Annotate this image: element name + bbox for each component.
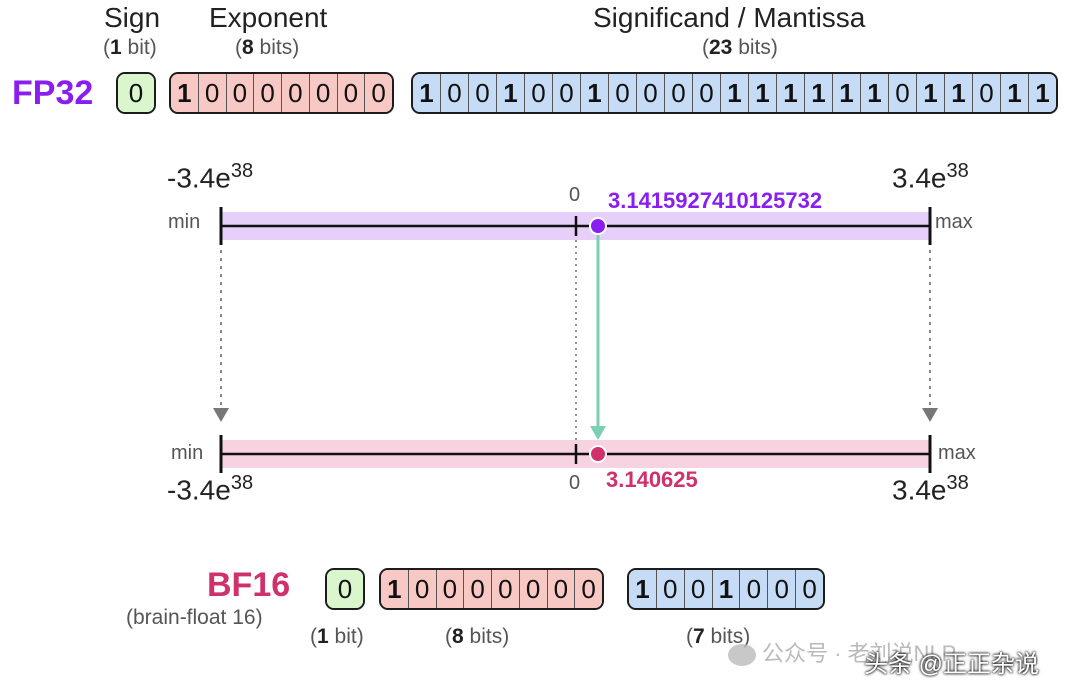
fp32-mantissa-bit: 1 — [1000, 74, 1028, 112]
fp32-exponent-bit: 0 — [336, 74, 365, 112]
bf16-mantissa-bit: 0 — [739, 570, 768, 608]
bf16-exponent-bit: 1 — [381, 570, 408, 608]
wechat-icon — [728, 644, 756, 667]
fp32-mantissa-bit: 0 — [972, 74, 1000, 112]
bf16-exponent-bit-count: (8 bits) — [445, 625, 510, 648]
sign-bit-count: (1 bit) — [103, 36, 157, 59]
fp32-mantissa-bit: 1 — [916, 74, 944, 112]
bf16-mantissa-bit: 0 — [683, 570, 712, 608]
fp32-mantissa-bit: 1 — [860, 74, 888, 112]
fp32-exponent-bit: 0 — [364, 74, 392, 112]
bf16-min-value: -3.4e38 — [167, 472, 254, 506]
fp32-mantissa-bit: 0 — [608, 74, 636, 112]
bf16-mantissa-bit: 0 — [767, 570, 796, 608]
fp32-label: FP32 — [12, 74, 94, 112]
sign-heading: Sign — [104, 2, 161, 33]
toutiao-watermark: 头条 @正正杂说 — [864, 651, 1040, 678]
bf16-value: 3.140625 — [606, 467, 698, 492]
bf16-exponent-bit: 0 — [546, 570, 575, 608]
bf16-exponent-bit: 0 — [518, 570, 547, 608]
fp32-mantissa-bit: 1 — [832, 74, 860, 112]
fp32-mantissa-bit: 0 — [468, 74, 496, 112]
fp32-value: 3.1415927410125732 — [608, 188, 823, 213]
bf16-exponent-bit: 0 — [574, 570, 602, 608]
fp32-sign-bit: 0 — [118, 74, 154, 112]
bf16-mantissa-bit-count: (7 bits) — [686, 625, 751, 648]
fp32-exponent-bit: 0 — [253, 74, 281, 112]
fp32-zero-label: 0 — [569, 184, 581, 206]
mantissa-heading: Significand / Mantissa — [593, 2, 866, 33]
fp32-mantissa-bit: 1 — [413, 74, 440, 112]
fp32-mantissa-bit: 1 — [944, 74, 972, 112]
bf16-sign-bit-count: (1 bit) — [310, 625, 364, 648]
bf16-exponent-bit: 0 — [491, 570, 519, 608]
fp32-mantissa-bit: 1 — [720, 74, 748, 112]
bf16-sign-bits: 0 — [325, 568, 365, 610]
fp32-mantissa-bit: 1 — [580, 74, 608, 112]
fp32-exponent-bit: 0 — [308, 74, 337, 112]
mantissa-bit-count: (23 bits) — [702, 36, 778, 59]
fp32-mantissa-bit: 0 — [552, 74, 580, 112]
fp32-mantissa-bit: 0 — [692, 74, 720, 112]
fp32-mantissa-bit: 1 — [776, 74, 804, 112]
fp32-mantissa-bit: 0 — [888, 74, 916, 112]
conversion-arrowhead — [590, 426, 606, 440]
fp32-exponent-bit: 1 — [171, 74, 198, 112]
bf16-max-label: max — [938, 442, 976, 464]
bf16-exponent-bit: 0 — [463, 570, 491, 608]
fp32-mantissa-bit: 0 — [664, 74, 692, 112]
bf16-exponent-bit: 0 — [407, 570, 436, 608]
bf16-label: BF16 — [207, 566, 291, 604]
fp32-exponent-bit: 0 — [197, 74, 226, 112]
bf16-max-value: 3.4e38 — [892, 472, 969, 506]
bf16-value-point — [589, 445, 607, 463]
fp32-mantissa-bit: 0 — [524, 74, 552, 112]
fp32-mantissa-bit: 0 — [440, 74, 468, 112]
bf16-mantissa-bit: 0 — [655, 570, 684, 608]
bf16-sign-bit: 0 — [327, 570, 363, 608]
max-arrowhead — [922, 408, 938, 422]
bf16-mantissa-bit: 0 — [795, 570, 823, 608]
fp32-min-label: min — [168, 211, 201, 233]
fp32-max-value: 3.4e38 — [892, 160, 969, 194]
exponent-bit-count: (8 bits) — [235, 36, 300, 59]
fp32-mantissa-bit: 0 — [636, 74, 664, 112]
bf16-mantissa-bit: 1 — [629, 570, 656, 608]
bf16-mantissa-bit: 1 — [711, 570, 740, 608]
bf16-sublabel: (brain-float 16) — [126, 606, 263, 629]
fp32-mantissa-bit: 1 — [748, 74, 776, 112]
bf16-exponent-bit: 0 — [435, 570, 464, 608]
fp32-mantissa-bit: 1 — [804, 74, 832, 112]
fp32-mantissa-bit: 1 — [1028, 74, 1056, 112]
fp32-exponent-bit: 0 — [281, 74, 309, 112]
fp32-sign-bits: 0 — [116, 72, 156, 114]
min-arrowhead — [213, 408, 229, 422]
bf16-zero-label: 0 — [569, 472, 581, 494]
fp32-max-label: max — [935, 211, 973, 233]
wechat-watermark: 公众号 · 老刘说NLP — [728, 636, 956, 668]
fp32-mantissa-bit: 1 — [496, 74, 524, 112]
fp32-value-point — [589, 217, 607, 235]
exponent-heading: Exponent — [209, 2, 328, 33]
fp32-exponent-bit: 0 — [225, 74, 254, 112]
fp32-min-value: -3.4e38 — [167, 160, 254, 194]
bf16-min-label: min — [171, 442, 204, 464]
